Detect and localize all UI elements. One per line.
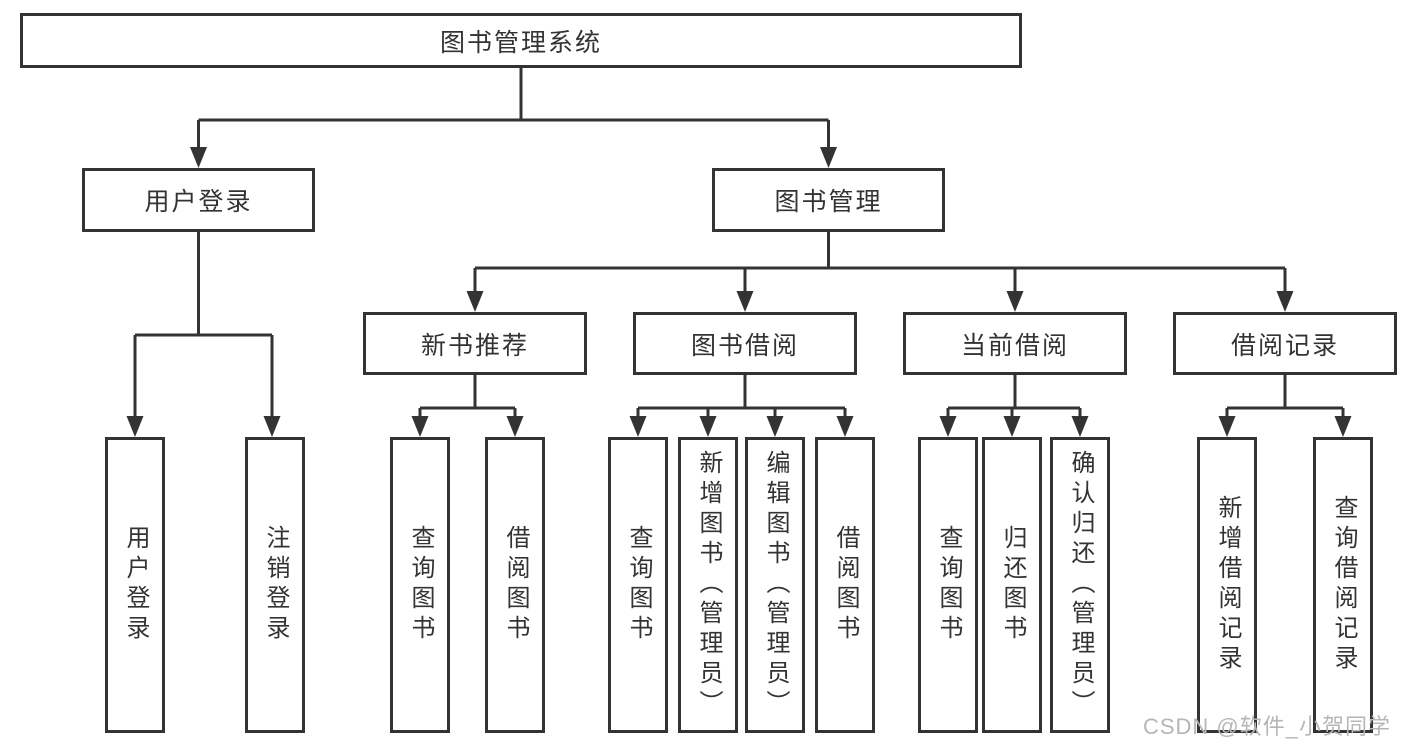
leaf-query-books-borrow: 查询图书 [608,437,668,733]
node-new-book-recommendation: 新书推荐 [363,312,587,375]
leaf-edit-books-admin: 编辑图书（管理员） [745,437,805,733]
csdn-watermark: CSDN @软件_小贺同学 [1142,714,1391,739]
leaf-query-books-current: 查询图书 [918,437,978,733]
leaf-add-books-admin: 新增图书（管理员） [678,437,738,733]
node-book-management: 图书管理 [712,168,945,232]
leaf-confirm-return-admin: 确认归还（管理员） [1050,437,1110,733]
node-borrowing-records: 借阅记录 [1173,312,1397,375]
leaf-query-borrow-record: 查询借阅记录 [1313,437,1373,733]
leaf-query-books-recommend: 查询图书 [390,437,450,733]
leaf-logout: 注销登录 [245,437,305,733]
leaf-borrow-books: 借阅图书 [815,437,875,733]
leaf-add-borrow-record: 新增借阅记录 [1197,437,1257,733]
leaf-return-books: 归还图书 [982,437,1042,733]
node-current-borrowing: 当前借阅 [903,312,1127,375]
node-library-system: 图书管理系统 [20,13,1022,68]
node-book-borrowing: 图书借阅 [633,312,857,375]
leaf-borrow-books-recommend: 借阅图书 [485,437,545,733]
leaf-user-login: 用户登录 [105,437,165,733]
node-user-login: 用户登录 [82,168,315,232]
